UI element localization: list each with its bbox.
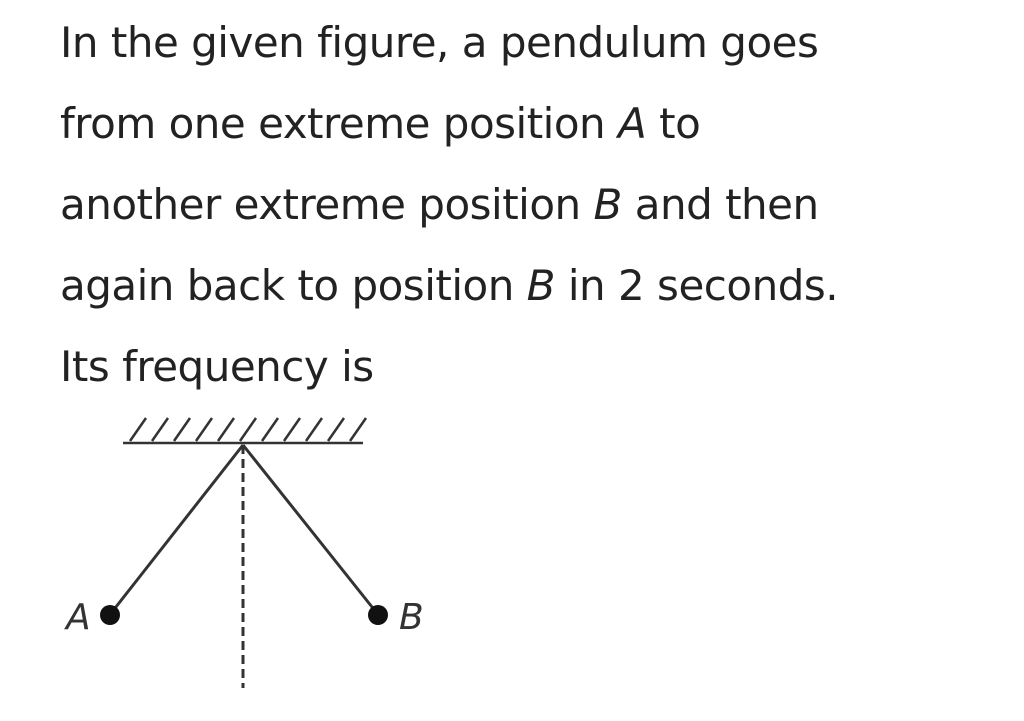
string-to-b (241, 444, 378, 613)
question-line-2: from one extreme position A to (60, 83, 1020, 164)
text-segment: to (646, 99, 701, 148)
text-segment: another extreme position (60, 180, 594, 229)
label-a: A (64, 597, 91, 638)
question-line-5: Its frequency is (60, 326, 1020, 407)
text-segment: In the given figure, a pendulum goes (60, 18, 819, 67)
text-segment: in 2 seconds. (555, 261, 839, 310)
question-line-4: again back to position B in 2 seconds. (60, 245, 1020, 326)
bob-b (368, 605, 388, 625)
variable-b: B (593, 180, 623, 229)
text-segment: and then (621, 180, 819, 229)
question-line-3: another extreme position B and then (60, 164, 1020, 245)
text-segment: Its frequency is (60, 342, 374, 391)
variable-a: A (618, 99, 647, 148)
string-to-a (110, 444, 245, 613)
variable-b: B (526, 261, 556, 310)
question-line-1: In the given figure, a pendulum goes (60, 2, 1020, 83)
text-segment: from one extreme position (60, 99, 619, 148)
ceiling-hatching (128, 417, 368, 442)
question-text: In the given figure, a pendulum goes fro… (60, 2, 1020, 407)
bob-a (100, 605, 120, 625)
label-b: B (399, 597, 424, 638)
text-segment: again back to position (60, 261, 527, 310)
ceiling-support (123, 417, 368, 445)
